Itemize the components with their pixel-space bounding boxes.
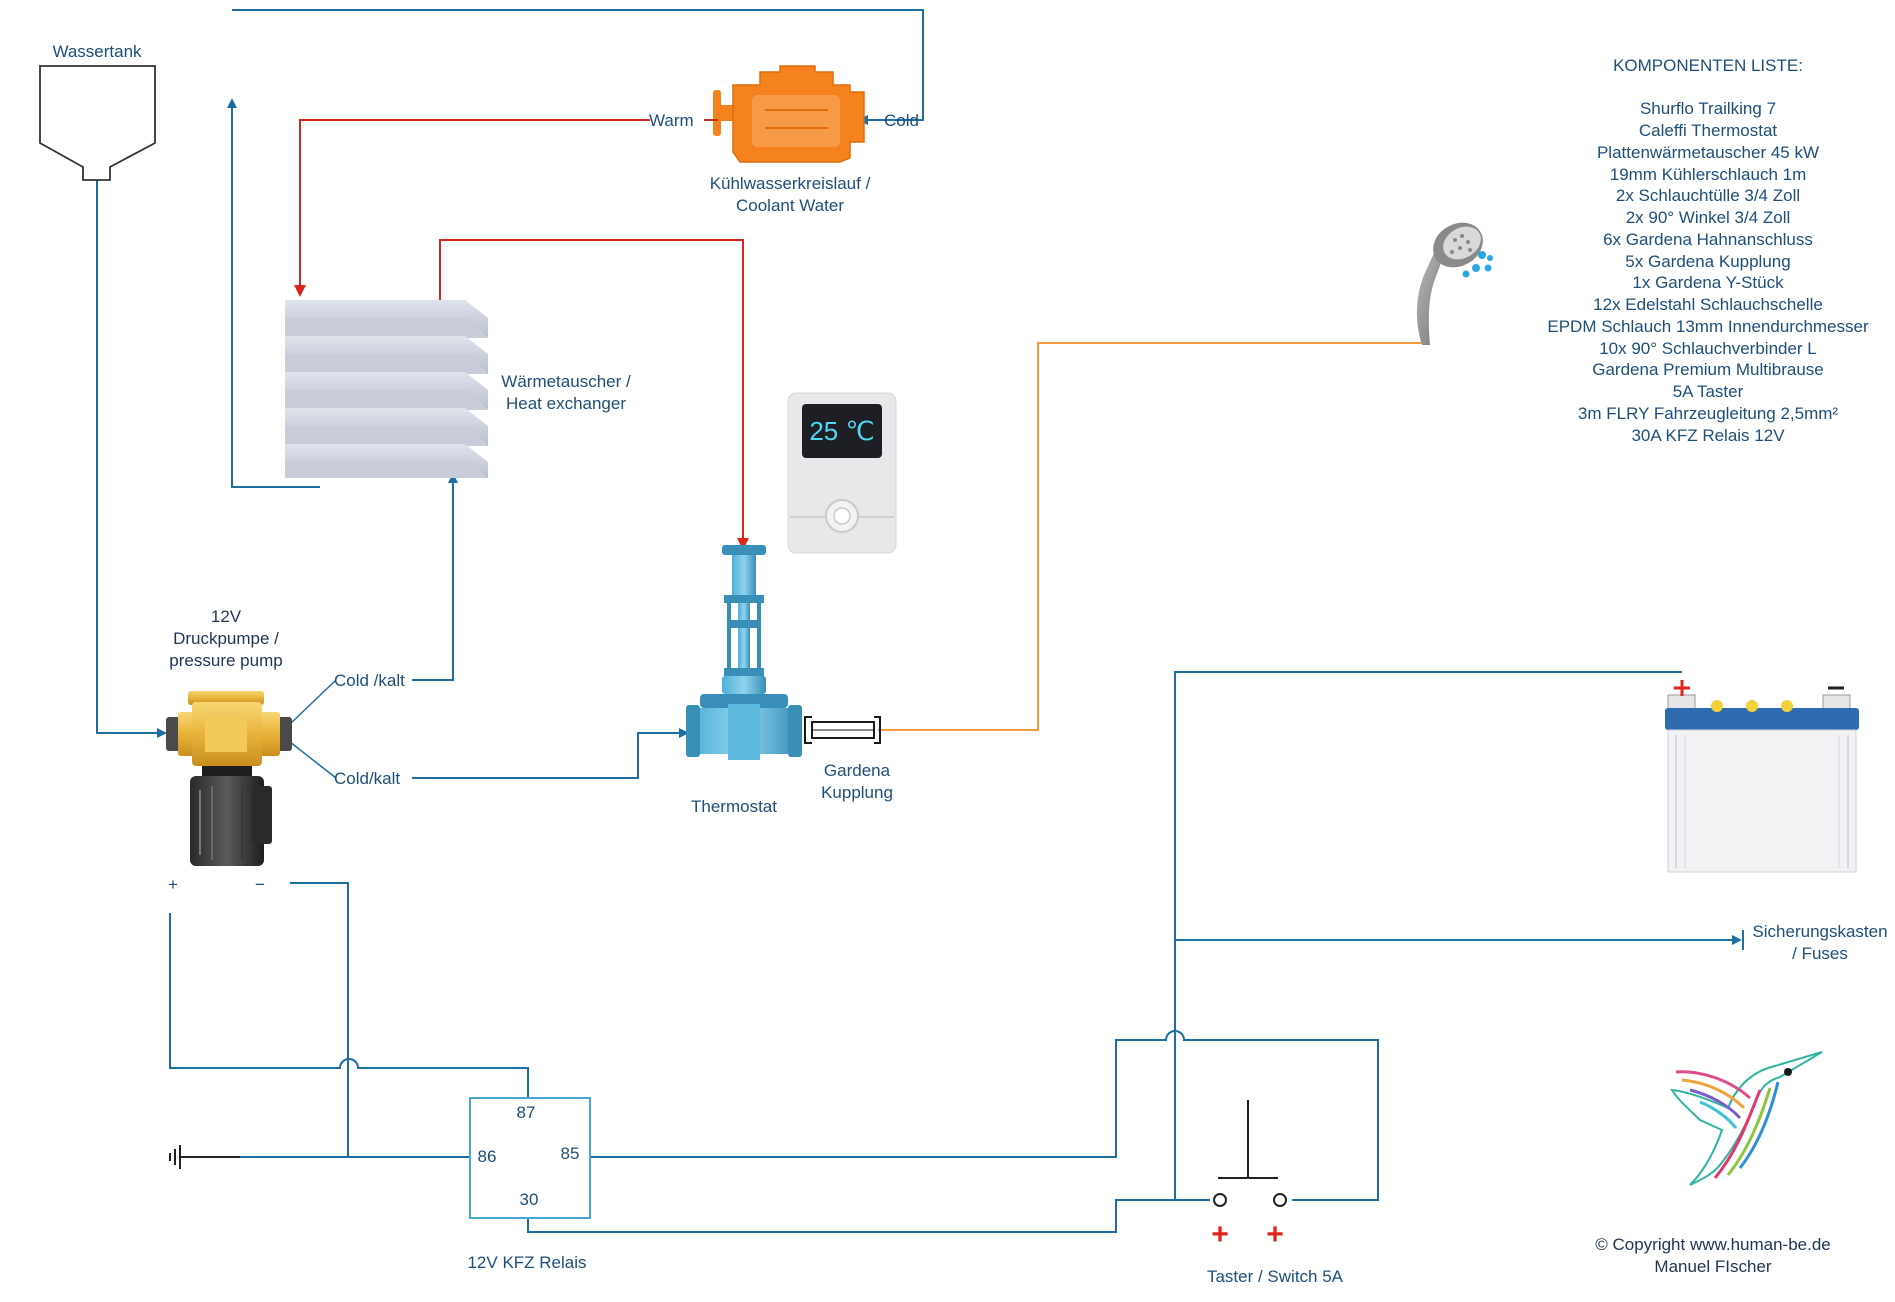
battery-icon: [1665, 680, 1859, 873]
copyright-line-2: Manuel FIscher: [1654, 1257, 1771, 1276]
gardena-coupling-icon: [804, 716, 881, 744]
electrical-wires: [169, 671, 1744, 1233]
pump-cold-leader-2: [289, 741, 337, 779]
component-item: 12x Edelstahl Schlauchschelle: [1593, 295, 1823, 314]
pump-cold-label-2: Cold/kalt: [334, 769, 400, 788]
pump-to-hx-line: [412, 473, 458, 681]
component-item: 1x Gardena Y-Stück: [1632, 273, 1784, 292]
hummingbird-logo-icon: [1670, 1051, 1823, 1186]
relay-pin-30: 30: [520, 1190, 539, 1209]
thermostat-label: Thermostat: [691, 797, 777, 816]
component-item: Gardena Premium Multibrause: [1592, 360, 1823, 379]
coolant-water-label-2: Coolant Water: [736, 196, 844, 215]
gardena-label-2: Kupplung: [821, 783, 893, 802]
component-item: 5x Gardena Kupplung: [1625, 252, 1790, 271]
heat-exchanger-label-2: Heat exchanger: [506, 394, 626, 413]
thermostat-display-temp: 25 ℃: [809, 416, 874, 446]
component-item: EPDM Schlauch 13mm Innendurchmesser: [1547, 317, 1869, 336]
coolant-water-label-1: Kühlwasserkreislauf /: [710, 174, 871, 193]
switch-plus-right: +: [1266, 1218, 1284, 1251]
battery-positive-bus: [1174, 671, 1682, 1200]
component-item: 2x 90° Winkel 3/4 Zoll: [1626, 208, 1791, 227]
switch-label: Taster / Switch 5A: [1207, 1267, 1344, 1286]
component-item: 5A Taster: [1673, 382, 1744, 401]
pump-minus-wire: [290, 882, 349, 1157]
shower-head-icon: [1416, 222, 1493, 345]
component-item: 3m FLRY Fahrzeugleitung 2,5mm²: [1578, 404, 1838, 423]
relay-pin-86: 86: [478, 1147, 497, 1166]
pump-label-3: pressure pump: [169, 651, 282, 670]
relay-30-to-switch-wire: [527, 1199, 1210, 1233]
relay-box-icon: [469, 1097, 591, 1219]
fuses-label-1: Sicherungskasten: [1752, 922, 1887, 941]
relay-pin-87: 87: [517, 1103, 536, 1122]
pump-cold-leader-1: [289, 679, 337, 725]
ground-symbol-icon: [169, 1145, 240, 1169]
relay-85-to-switch-wire: [590, 1030, 1379, 1201]
component-item: 6x Gardena Hahnanschluss: [1603, 230, 1813, 249]
fuses-label-2: / Fuses: [1792, 944, 1848, 963]
component-list-title: KOMPONENTEN LISTE:: [1613, 56, 1803, 75]
component-list: Shurflo Trailking 7 Caleffi Thermostat P…: [1547, 99, 1869, 445]
copyright-line-1: © Copyright www.human-be.de: [1595, 1235, 1831, 1254]
gardena-label-1: Gardena: [824, 761, 891, 780]
hx-to-thermostat-line: [439, 239, 749, 550]
hx-return-loop: [227, 98, 320, 488]
thermostat-valve-icon: [686, 545, 802, 760]
component-item: 2x Schlauchtülle 3/4 Zoll: [1616, 186, 1800, 205]
pump-to-thermostat-line: [412, 728, 689, 779]
pump-label-2: Druckpumpe /: [173, 629, 279, 648]
water-tank-icon: [39, 65, 156, 181]
water-lines: [96, 9, 924, 779]
component-item: 30A KFZ Relais 12V: [1631, 426, 1785, 445]
switch-plus-left: +: [1211, 1218, 1229, 1251]
tank-to-pump-line: [96, 180, 167, 738]
heat-exchanger-icon: [285, 300, 488, 478]
warm-to-hx-line: [294, 119, 650, 297]
pump-label-1: 12V: [211, 607, 242, 626]
relay-pin-85: 85: [561, 1144, 580, 1163]
component-item: Shurflo Trailking 7: [1640, 99, 1776, 118]
pressure-pump-icon: [166, 691, 292, 866]
relay-label: 12V KFZ Relais: [467, 1253, 586, 1272]
heat-exchanger-label-1: Wärmetauscher /: [501, 372, 631, 391]
engine-icon: [713, 65, 865, 163]
cold-label: Cold: [884, 111, 919, 130]
pump-plus-label: +: [168, 875, 178, 894]
push-switch-icon: [1213, 1100, 1287, 1207]
component-item: 10x 90° Schlauchverbinder L: [1599, 339, 1817, 358]
component-item: 19mm Kühlerschlauch 1m: [1610, 165, 1807, 184]
coolant-lines: [294, 119, 749, 550]
shower-hose: [878, 342, 1428, 731]
hose-to-shower-line: [878, 342, 1428, 731]
component-item: Caleffi Thermostat: [1639, 121, 1778, 140]
warm-label: Warm: [649, 111, 694, 130]
thermostat-controller-icon: [787, 392, 897, 554]
water-tank-label: Wassertank: [52, 42, 142, 61]
component-item: Plattenwärmetauscher 45 kW: [1597, 143, 1819, 162]
pump-cold-label-1: Cold /kalt: [334, 671, 405, 690]
pump-minus-label: −: [255, 875, 265, 894]
engine-cold-loop: [232, 9, 924, 125]
